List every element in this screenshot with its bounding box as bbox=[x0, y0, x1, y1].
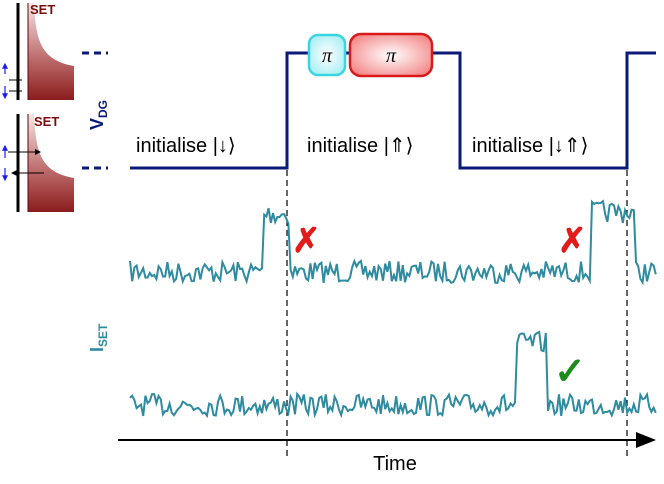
set-schematic-bottom: SET bbox=[1, 114, 74, 212]
svg-text:π: π bbox=[322, 45, 333, 67]
set-label-top: SET bbox=[30, 2, 55, 17]
current-trace-lower bbox=[129, 330, 657, 419]
cross-mark-2: ✗ bbox=[558, 222, 587, 260]
cross-mark-1: ✗ bbox=[292, 222, 321, 260]
current-trace-upper bbox=[129, 199, 657, 286]
phase-label-1: initialise |↓⟩ bbox=[136, 135, 236, 157]
check-mark: ✓ bbox=[554, 351, 586, 393]
iset-label: ISET bbox=[87, 323, 110, 352]
phase-label-2: initialise |⇑⟩ bbox=[307, 135, 413, 157]
vdg-label: VDG bbox=[87, 100, 110, 130]
gate-voltage-waveform bbox=[130, 51, 656, 170]
set-label-bottom: SET bbox=[34, 114, 59, 129]
pi-pulse-short: π bbox=[307, 33, 347, 77]
set-schematic-top: SET bbox=[1, 2, 74, 100]
phase-label-3: initialise |↓⇑⟩ bbox=[472, 135, 588, 157]
svg-text:π: π bbox=[386, 45, 397, 67]
pi-pulse-long: π bbox=[348, 32, 434, 78]
time-label: Time bbox=[373, 453, 417, 475]
